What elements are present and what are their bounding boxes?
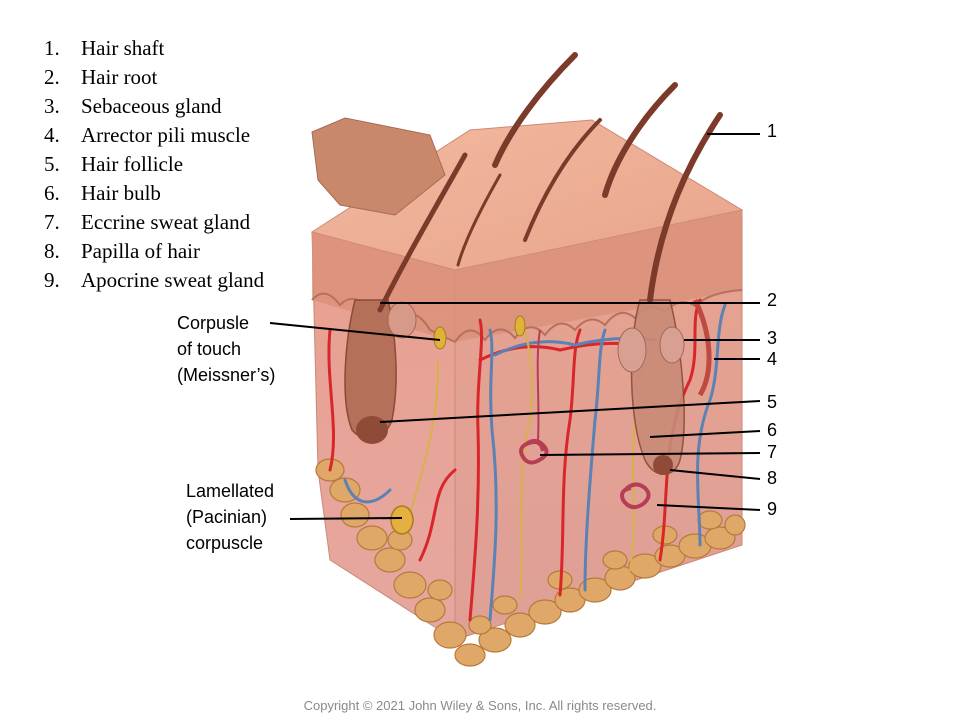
- legend-list: 1. Hair shaft 2. Hair root 3. Sebaceous gland…: [44, 34, 264, 295]
- legend-item-number: 6.: [44, 181, 60, 205]
- pacinian-corpuscle: [390, 505, 414, 535]
- meissner-callout-line-3: (Meissner’s): [177, 365, 276, 385]
- legend-item-label: Hair bulb: [81, 181, 161, 205]
- legend-item: 2. Hair root: [44, 63, 264, 92]
- pacinian-callout-line-1: Lamellated: [186, 481, 275, 501]
- marker-6: 6: [767, 420, 778, 440]
- legend-item: 8. Papilla of hair: [44, 237, 264, 266]
- hair-follicle-right: [617, 299, 685, 475]
- pacinian-callout-line-3: corpuscle: [186, 533, 264, 553]
- legend-item-number: 4.: [44, 123, 60, 147]
- legend-item-number: 5.: [44, 152, 60, 176]
- pacinian-callout-line-2: (Pacinian): [186, 507, 268, 527]
- meissner-callout: Corpusle of touch (Meissner’s): [177, 310, 275, 388]
- marker-1: 1: [767, 121, 778, 141]
- meissner-corpuscle-2: [514, 315, 526, 337]
- pacinian-callout: Lamellated (Pacinian) corpuscle: [186, 478, 274, 556]
- legend-item-number: 8.: [44, 239, 60, 263]
- legend-item-label: Arrector pili muscle: [81, 123, 251, 147]
- legend-item-number: 2.: [44, 65, 60, 89]
- copyright-notice: Copyright © 2021 John Wiley & Sons, Inc.…: [303, 698, 657, 713]
- legend-item: 5. Hair follicle: [44, 150, 264, 179]
- legend-item-number: 7.: [44, 210, 60, 234]
- legend-item: 4. Arrector pili muscle: [44, 121, 264, 150]
- legend-item-label: Eccrine sweat gland: [81, 210, 251, 234]
- legend-item: 7. Eccrine sweat gland: [44, 208, 264, 237]
- legend-item-label: Papilla of hair: [81, 239, 200, 263]
- legend-item: 9. Apocrine sweat gland: [44, 266, 264, 295]
- legend-item-number: 9.: [44, 268, 60, 292]
- marker-8: 8: [767, 468, 778, 488]
- marker-9: 9: [767, 499, 778, 519]
- legend-item: 6. Hair bulb: [44, 179, 264, 208]
- marker-5: 5: [767, 392, 778, 412]
- epidermis-flap: [311, 117, 446, 216]
- legend-item-label: Hair root: [81, 65, 158, 89]
- marker-2: 2: [767, 290, 778, 310]
- apocrine-sweat-gland: [620, 482, 651, 510]
- arrector-pili-muscle: [692, 298, 712, 397]
- meissner-callout-line-1: Corpusle: [177, 313, 250, 333]
- legend-item: 1. Hair shaft: [44, 34, 264, 63]
- hair-shafts: [377, 52, 723, 313]
- marker-3: 3: [767, 328, 778, 348]
- epidermis-layer: [312, 210, 742, 342]
- legend-item-label: Sebaceous gland: [81, 94, 222, 118]
- marker-7: 7: [767, 442, 778, 462]
- legend-item: 3. Sebaceous gland: [44, 92, 264, 121]
- leader-lines: [269, 133, 761, 520]
- legend-item-number: 3.: [44, 94, 60, 118]
- eccrine-sweat-gland: [519, 329, 549, 465]
- legend-item-number: 1.: [44, 36, 60, 60]
- meissner-callout-line-2: of touch: [177, 339, 242, 359]
- legend-item-label: Apocrine sweat gland: [81, 268, 265, 292]
- meissner-corpuscle: [433, 326, 447, 350]
- legend-item-label: Hair follicle: [81, 152, 184, 176]
- marker-4: 4: [767, 349, 778, 369]
- legend-item-label: Hair shaft: [81, 36, 165, 60]
